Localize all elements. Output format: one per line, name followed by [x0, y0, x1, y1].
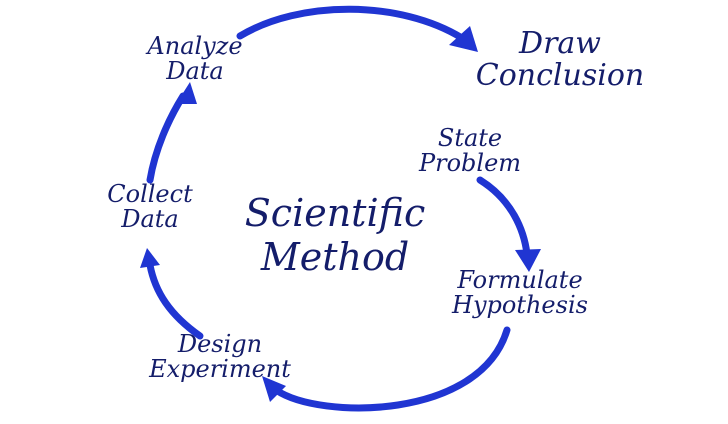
- step-formulate-hypothesis: Formulate Hypothesis: [420, 266, 620, 320]
- step-label-line: Data: [121, 205, 179, 234]
- step-label-line: Data: [166, 57, 224, 86]
- title-line: Method: [260, 234, 410, 279]
- arrow-hypothesis-to-experiment: [272, 326, 511, 412]
- step-state-problem: State Problem: [400, 124, 540, 178]
- step-analyze-data: Analyze Data: [120, 32, 270, 86]
- arrow-analyze-to-conclusion: [236, 5, 466, 42]
- step-label-line: Formulate: [457, 266, 583, 294]
- arrowhead-analyze: [176, 82, 197, 104]
- step-label-line: Experiment: [149, 355, 291, 384]
- step-label-line: Problem: [418, 149, 522, 178]
- arrow-collect-to-analyze: [146, 92, 187, 184]
- step-label-line: Conclusion: [475, 57, 645, 93]
- step-label-line: Analyze: [147, 32, 243, 60]
- step-label-line: Collect: [107, 180, 193, 208]
- step-label-line: Design: [177, 330, 263, 358]
- title-line: Scientific: [244, 191, 426, 235]
- arrowhead-hypothesis: [515, 249, 541, 272]
- arrow-problem-to-hypothesis: [476, 176, 531, 258]
- step-design-experiment: Design Experiment: [120, 330, 320, 384]
- arrowhead-experiment: [262, 376, 286, 402]
- step-label-line: State: [437, 124, 503, 152]
- arrowhead-collect: [140, 248, 160, 268]
- step-label-line: Hypothesis: [452, 291, 588, 320]
- step-draw-conclusion: Draw Conclusion: [450, 28, 670, 91]
- arrow-experiment-to-collect: [146, 261, 204, 340]
- step-collect-data: Collect Data: [80, 180, 220, 234]
- diagram-title: Scientific Method: [210, 191, 460, 279]
- step-label-line: Draw: [519, 26, 601, 61]
- arrowhead-conclusion: [449, 26, 478, 52]
